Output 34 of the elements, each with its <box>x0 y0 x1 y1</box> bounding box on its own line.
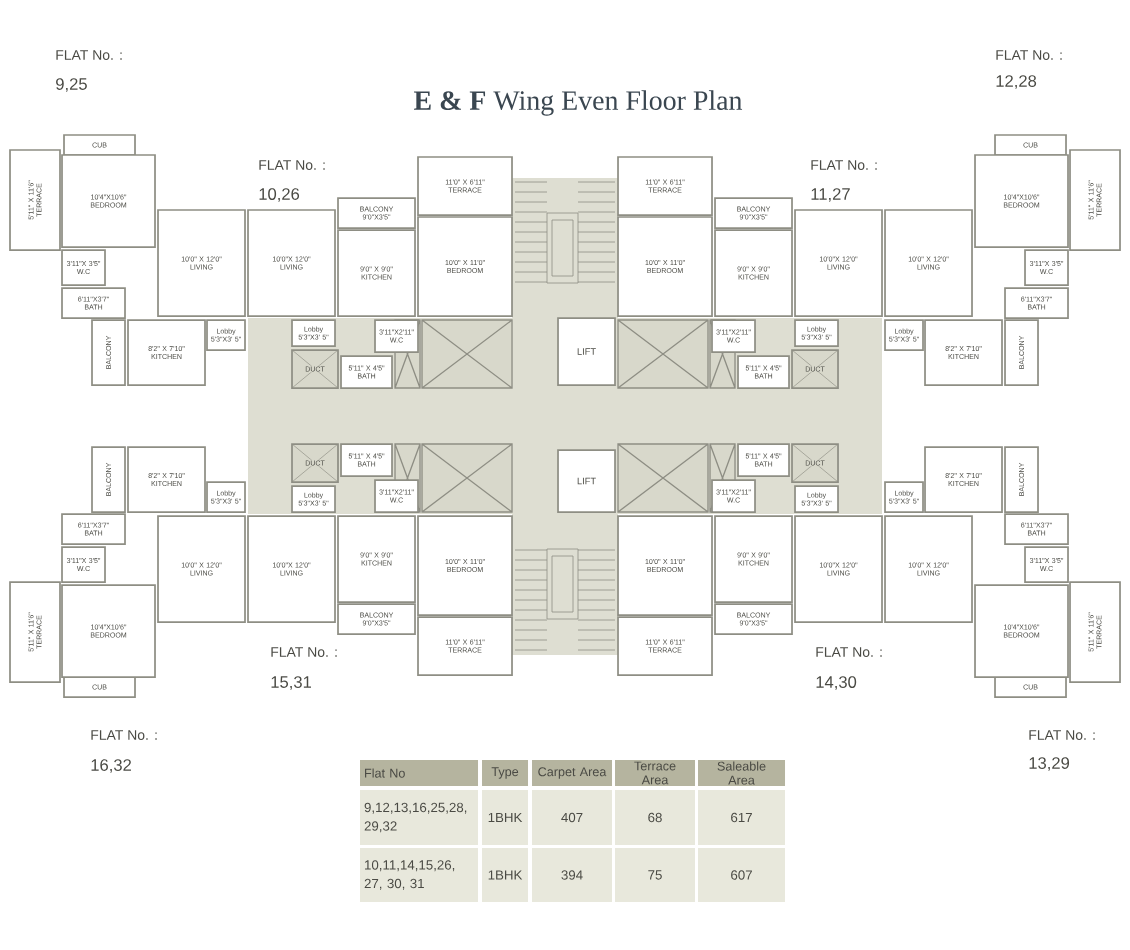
table-cell: 617 <box>698 790 785 845</box>
table-cell: Carpet Area <box>532 760 612 786</box>
title: E & F Wing Even Floor Plan <box>414 90 743 116</box>
flat-label: FLAT No. : <box>811 160 877 170</box>
flat-label: FLAT No. : <box>1029 730 1095 740</box>
table-cell: 75 <box>615 848 695 902</box>
lift-box: LIFT <box>557 317 616 386</box>
table-cell: 1BHK <box>482 790 528 845</box>
flat-number: 15,31 <box>271 676 311 690</box>
flat-label: FLAT No. : <box>91 730 157 740</box>
flat-number: 10,26 <box>259 188 300 202</box>
lift-box: LIFT <box>557 449 616 513</box>
table-cell: Saleable Area <box>698 760 785 786</box>
flat-number: 13,29 <box>1029 757 1070 771</box>
table-cell: Flat No <box>360 760 478 786</box>
flat-label: FLAT No. : <box>271 647 337 657</box>
flat-label: FLAT No. : <box>259 160 325 170</box>
flat-number: 16,32 <box>91 759 131 773</box>
flat-label: FLAT No. : <box>816 647 882 657</box>
flat-label: FLAT No. : <box>56 50 122 60</box>
table-cell: Type <box>482 760 528 786</box>
flat-number: 14,30 <box>816 676 857 690</box>
table-cell: 68 <box>615 790 695 845</box>
table-cell: 407 <box>532 790 612 845</box>
flat-number: 9,25 <box>56 78 87 92</box>
table-cell: 394 <box>532 848 612 902</box>
table-cell: 10,11,14,15,26, 27, 30, 31 <box>360 848 478 902</box>
table-cell: 9,12,13,16,25,28, 29,32 <box>360 790 478 845</box>
flat-label: FLAT No. : <box>996 50 1062 60</box>
table-cell: Terrace Area <box>615 760 695 786</box>
flat-number: 12,28 <box>996 75 1037 89</box>
table-cell: 1BHK <box>482 848 528 902</box>
flat-number: 11,27 <box>811 188 850 202</box>
table-cell: 607 <box>698 848 785 902</box>
